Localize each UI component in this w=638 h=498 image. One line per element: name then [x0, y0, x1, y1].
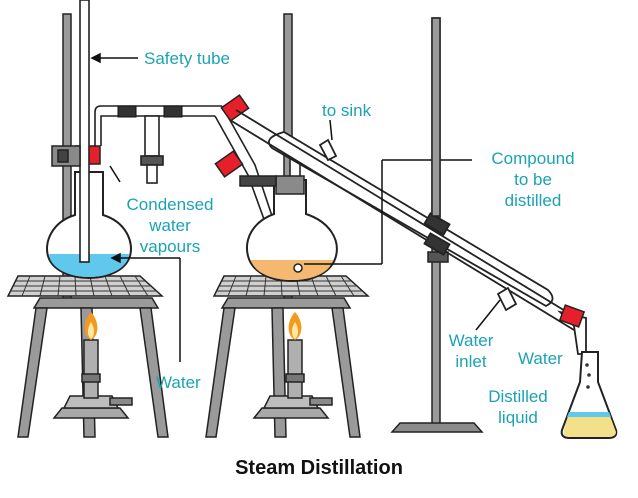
label-compound: Compound to be distilled — [478, 148, 588, 211]
rubber-connectors — [117, 105, 183, 118]
pointer-lines — [90, 52, 501, 362]
safety-tube — [79, 0, 90, 263]
label-compound-line1: Compound — [491, 149, 575, 168]
stopper-middle-flask — [214, 150, 244, 178]
wire-gauze-left — [6, 275, 164, 297]
bunsen-burner-left — [52, 312, 133, 419]
label-condensed-line2: water — [149, 216, 191, 235]
label-compound-line2: to be — [514, 170, 552, 189]
label-water-inlet-line1: Water — [448, 331, 494, 350]
distilled-liquid — [563, 416, 616, 437]
label-water: Water — [156, 373, 201, 392]
label-to-sink: to sink — [322, 101, 372, 120]
label-distilled-liquid: Distilled liquid — [474, 386, 562, 428]
label-condensed-line3: vapours — [139, 237, 201, 256]
label-water-receiver: Water — [518, 349, 563, 368]
label-compound-line3: distilled — [504, 191, 562, 210]
label-condensed-line1: Condensed — [126, 195, 214, 214]
label-distilled-line1: Distilled — [488, 387, 548, 406]
liebig-condenser — [229, 109, 587, 355]
distillation-flask — [214, 94, 338, 283]
stand-tops — [431, 17, 441, 217]
water-in-flask — [49, 254, 129, 277]
label-water-inlet-line2: inlet — [455, 352, 487, 371]
label-condensed-water-vapours: Condensed water vapours — [112, 194, 228, 257]
compound-in-flask — [251, 260, 333, 280]
label-distilled-line2: liquid — [498, 408, 538, 427]
stopper-adapter — [558, 304, 586, 328]
receiving-flask — [560, 351, 618, 439]
bunsen-burner-middle — [252, 312, 333, 419]
label-safety-tube: Safety tube — [144, 49, 231, 68]
clamp-left — [51, 145, 81, 167]
clamp-middle — [239, 175, 305, 195]
diagram-title: Steam Distillation — [235, 457, 403, 479]
label-water-inlet: Water inlet — [442, 330, 500, 372]
